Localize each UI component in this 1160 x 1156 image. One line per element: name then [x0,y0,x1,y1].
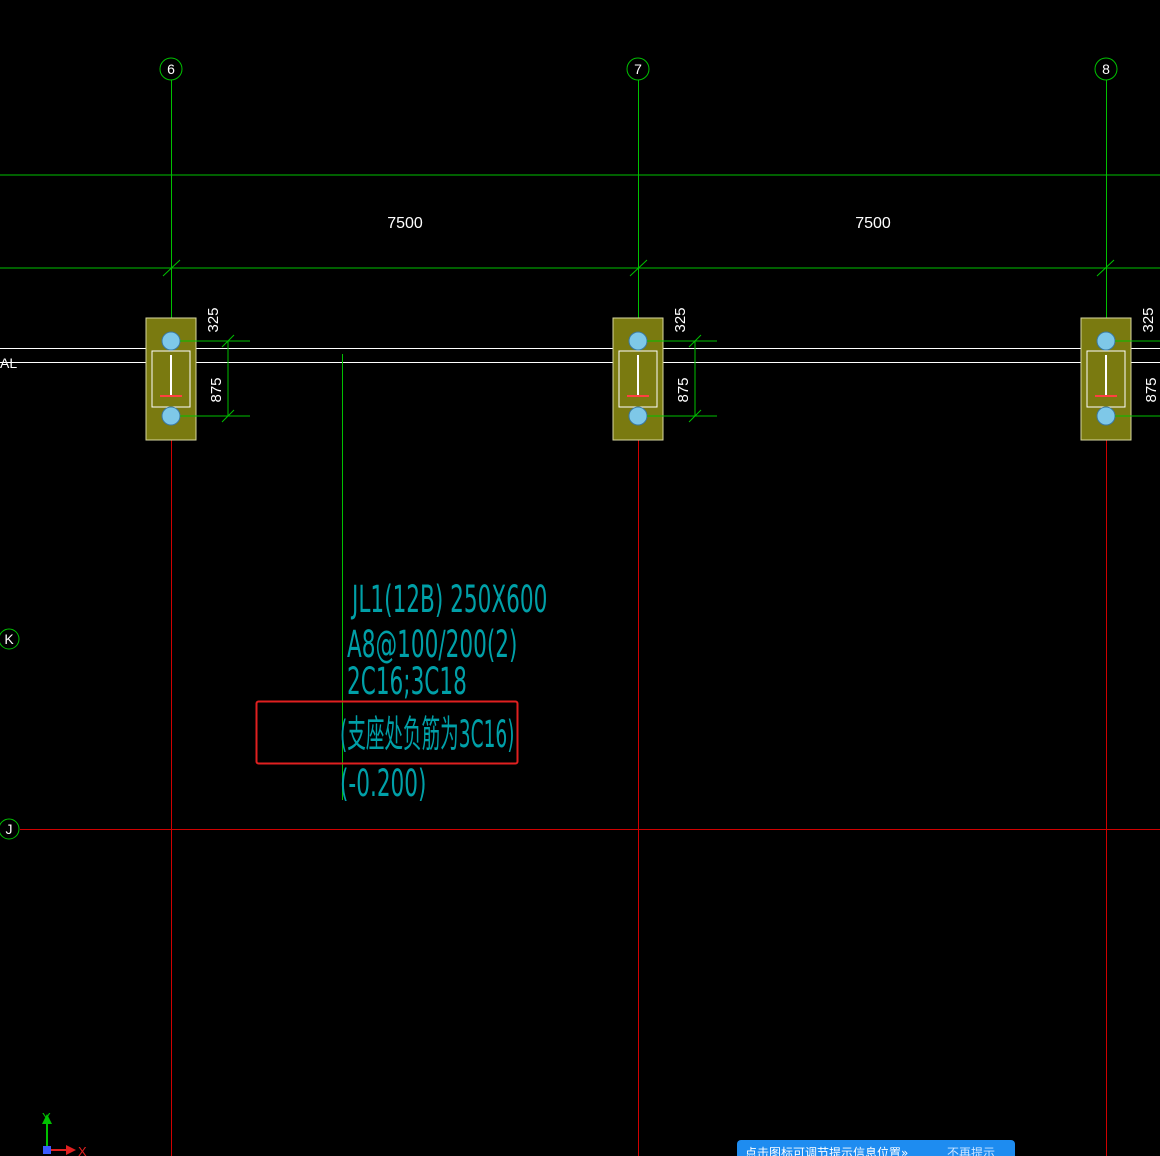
axis-label-6: 6 [167,61,175,77]
bolt-icon [161,331,181,351]
offset-dim-325: 325 [672,307,689,332]
axis-bubble-7[interactable]: 7 [626,57,650,81]
axis-label-al[interactable]: AL [0,355,17,371]
ucs-icon: Y X [42,1110,87,1156]
pedestal-axis-8[interactable] [1080,317,1160,441]
offset-dim-325: 325 [1140,307,1157,332]
hint-toast[interactable]: 点击图标可调节提示信息位置» 不再提示 [737,1140,1015,1156]
ucs-x-label: X [78,1144,87,1156]
beam-rebar-line: 2C16;3C18 [347,661,467,704]
pedestal-axis-6[interactable] [145,317,250,441]
ucs-y-label: Y [42,1110,51,1125]
dim-tick [1096,259,1115,277]
beam-elevation-line: (-0.200) [340,763,426,806]
offset-dim-875: 875 [1143,377,1160,402]
pedestal-axis-7[interactable] [612,317,717,441]
axis-label-j: J [6,821,13,837]
bolt-icon [161,406,181,426]
bolt-icon [1096,331,1116,351]
bolt-icon [628,406,648,426]
axis-label-7: 7 [634,61,642,77]
toast-message[interactable]: 点击图标可调节提示信息位置» [745,1146,909,1156]
span-dimension-7-8: 7500 [855,215,891,232]
axis-bubble-k[interactable]: K [0,628,20,650]
axis-label-8: 8 [1102,61,1110,77]
axis-bubble-j[interactable]: J [0,818,20,840]
offset-dim-875: 875 [208,377,225,402]
bolt-icon [628,331,648,351]
bolt-icon [1096,406,1116,426]
beam-name-line: JL1(12B) 250X600 [351,579,548,622]
beam-support-note: (支座处负筋为3C16) [340,713,514,756]
offset-dim-325: 325 [205,307,222,332]
axis-bubble-8[interactable]: 8 [1094,57,1118,81]
axis-label-k: K [4,631,14,647]
span-dimension-6-7: 7500 [387,215,423,232]
toast-dismiss-button[interactable]: 不再提示 [947,1146,996,1156]
beam-annotation[interactable]: JL1(12B) 250X600 A8@100/200(2) 2C16;3C18… [340,579,547,806]
highlight-box [255,700,519,765]
axis-bubble-6[interactable]: 6 [159,57,183,81]
offset-dim-875: 875 [675,377,692,402]
beam-stirrup-line: A8@100/200(2) [347,624,517,667]
